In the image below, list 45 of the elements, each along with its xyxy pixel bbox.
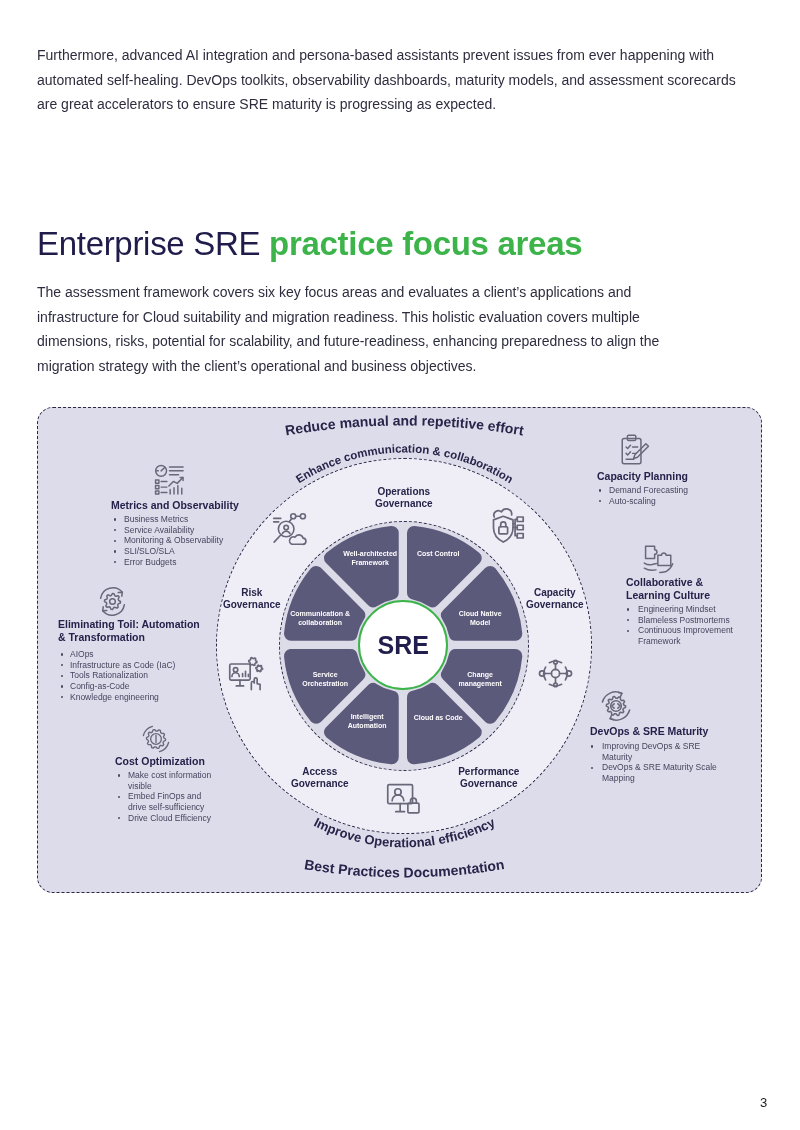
list-item: Tools Rationalization	[58, 670, 208, 682]
list-item: SLI/SLO/SLA	[111, 546, 261, 557]
center-hub	[358, 600, 449, 691]
focus-area-title: Cost Optimization	[115, 755, 206, 768]
hub-label: SRE	[377, 631, 429, 660]
petal-segment	[441, 649, 523, 724]
list-item: Business Metrics	[111, 514, 261, 525]
ring-label: Performance Governance	[457, 765, 521, 791]
ring-label: Operations Governance	[373, 485, 434, 511]
list-item: DevOps & SRE Maturity Scale Mapping	[590, 762, 724, 784]
ring-label: Risk Governance	[221, 586, 282, 612]
list-item: Error Budgets	[111, 556, 261, 568]
list-item: Auto-scaling	[597, 495, 747, 507]
petal-segment	[441, 566, 523, 642]
petal-segment	[324, 525, 400, 607]
focus-area-title: DevOps & SRE Maturity	[590, 725, 710, 738]
list-item: Embed FinOps and drive self-sufficiency	[115, 791, 216, 813]
petal-segment	[407, 525, 482, 607]
page-number: 3	[760, 1095, 768, 1111]
list-item: Continuous Improvement Framework	[626, 625, 751, 647]
list-item: AIOps	[58, 649, 208, 660]
curved-label: Reduce manual and repetitive effort	[283, 412, 525, 439]
list-item: Drive Cloud Efficiency	[115, 812, 216, 824]
ring-label: Capacity Governance	[524, 586, 585, 612]
ring-label: Access Governance	[289, 765, 350, 791]
list-item: Demand Forecasting	[597, 485, 747, 496]
list-item: Infrastructure as Code (IaC)	[58, 659, 208, 671]
body-paragraph: The assessment framework covers six key focus areas and evaluates a client’s applications and infrastructure for Cloud suitability and migration readiness. This holistic evaluation covers multiple dimensions, risks, potential for scalability, and future-readiness, enhancing preparedness to align the migration strategy with the client’s operational and business objectives.	[37, 283, 661, 376]
focus-area-title: Capacity Planning	[597, 470, 690, 483]
list-item: Engineering Mindset	[626, 604, 751, 615]
list-item: Monitoring & Observability	[111, 535, 261, 547]
list-item: Knowledge engineering	[58, 691, 208, 703]
focus-area-title: Collaborative & Learning Culture	[626, 576, 711, 602]
page-title: Enterprise SRE practice focus areas	[37, 224, 583, 264]
list-item: Service Availability	[111, 524, 261, 536]
list-item: Make cost information visible	[115, 770, 216, 792]
body-paragraph: Furthermore, advanced AI integration and persona-based assistants prevent issues from ever happening with automated self-healing. DevOps toolkits, observability dashboards, maturity models, and assessment scorecards are great accelerators to ensure SRE maturity is progressing as expected.	[37, 46, 737, 114]
dashed-panel	[37, 407, 762, 893]
list-item: Config-as-Code	[58, 681, 208, 692]
list-item: Improving DevOps & SRE Maturity	[590, 741, 724, 763]
curved-label: Best Practices Documentation	[303, 856, 506, 881]
focus-area-title: Eliminating Toil: Automation & Transformation	[58, 618, 201, 644]
list-item: Blameless Postmortems	[626, 614, 751, 626]
petal-segment	[283, 566, 365, 642]
focus-area-title: Metrics and Observability	[111, 499, 240, 512]
